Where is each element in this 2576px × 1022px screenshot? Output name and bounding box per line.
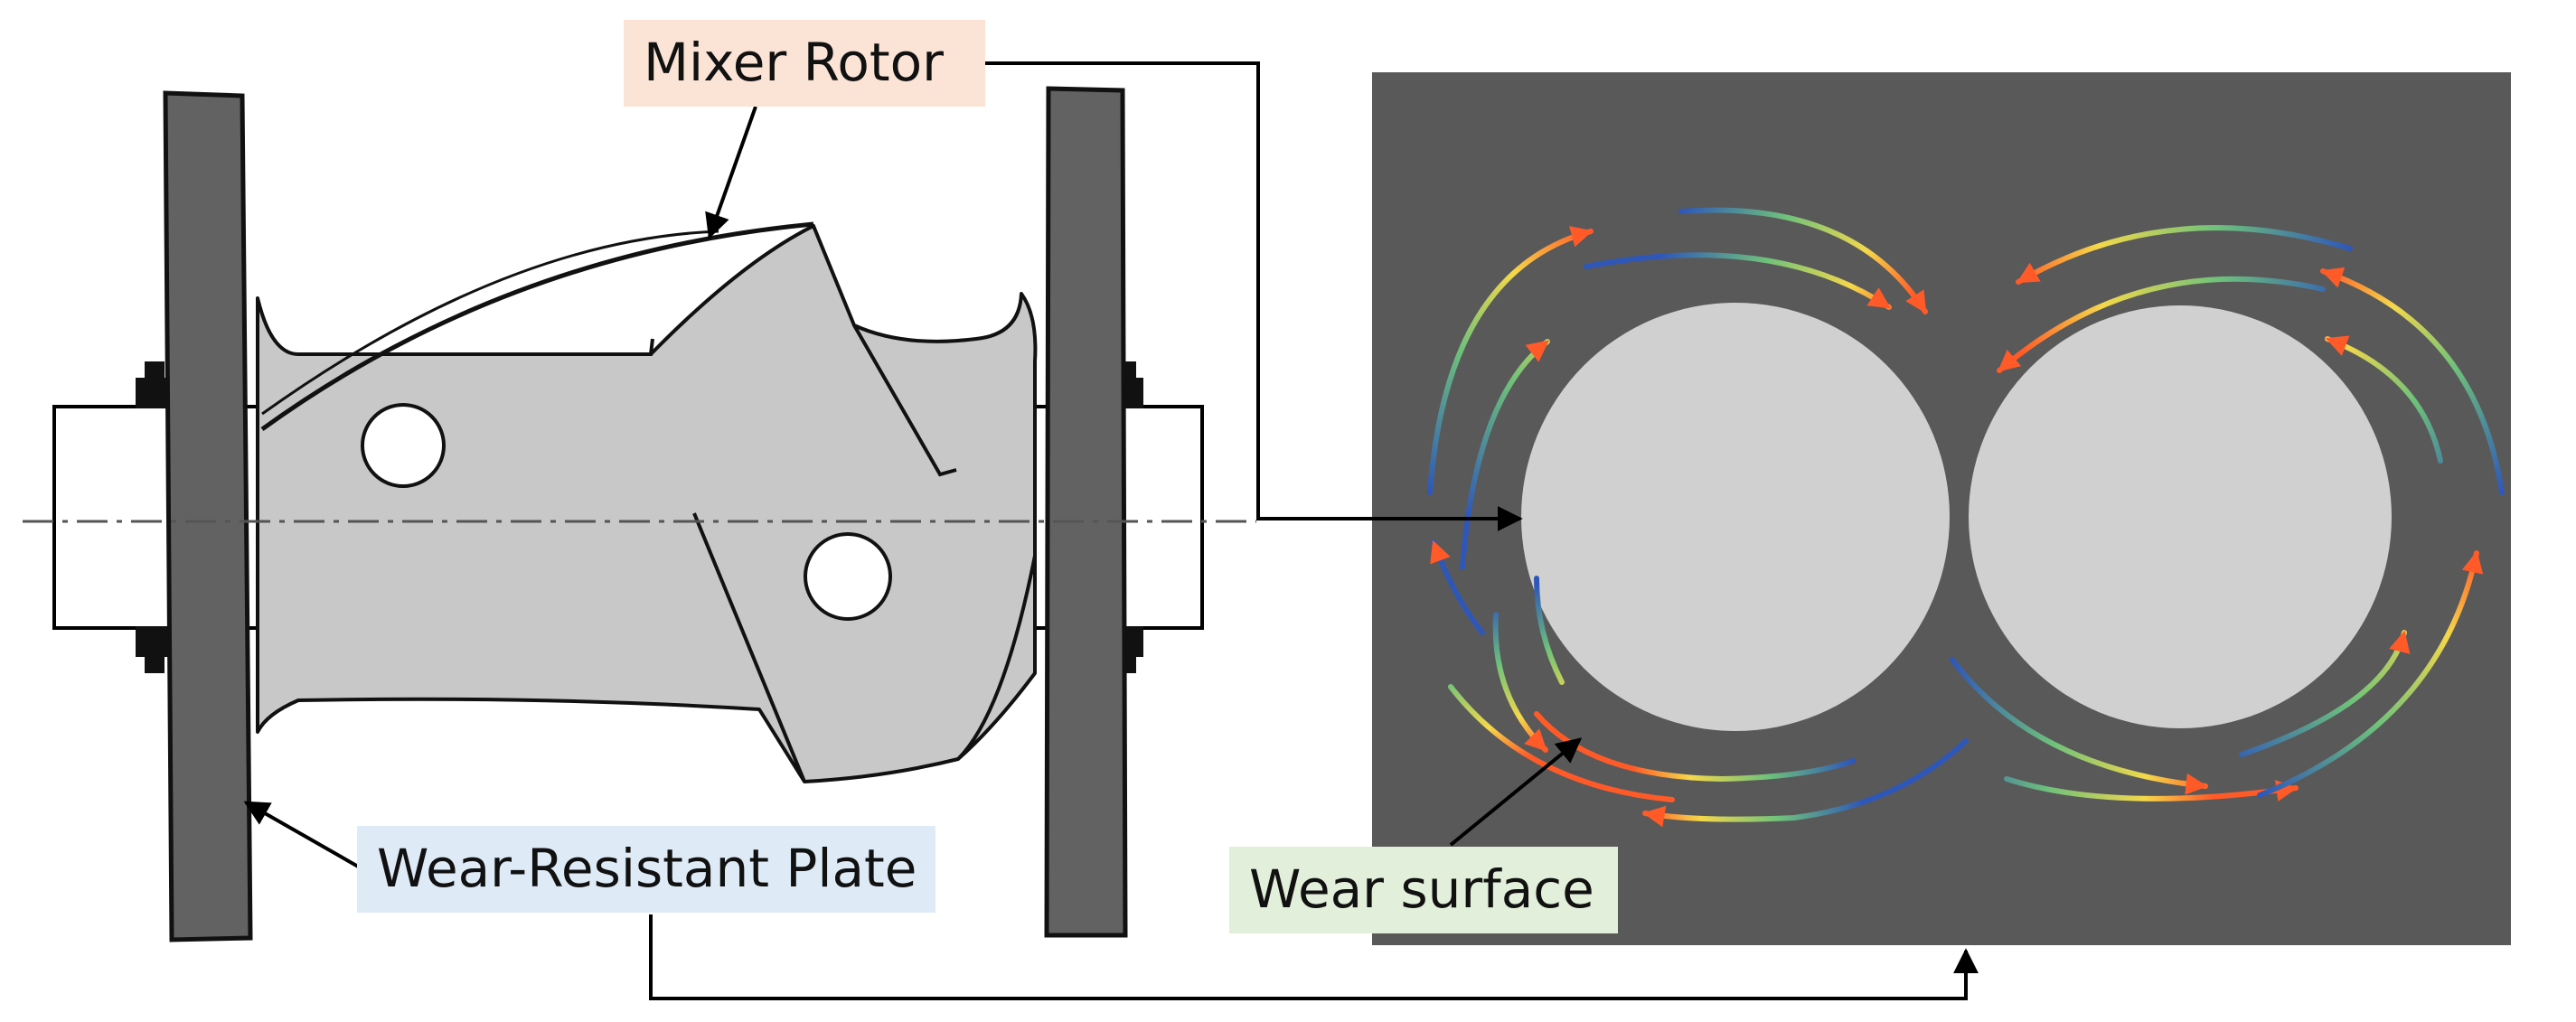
streamline	[1642, 738, 1969, 828]
arrow-wear-label-to-surface	[1449, 737, 1583, 847]
rotor-blade-curve-lower	[956, 555, 1037, 761]
arrow-plate-label-to-panel	[649, 914, 1979, 1000]
wear-surface-label: Wear surface	[1229, 847, 1618, 933]
streamline	[1460, 339, 1550, 570]
streamline	[2239, 630, 2411, 757]
streamline	[1448, 684, 1675, 802]
rotor-blade-inner-top	[298, 338, 654, 356]
streamline	[1492, 612, 1548, 753]
streamline	[1950, 657, 2208, 795]
streamline	[1678, 207, 1928, 314]
streamline	[1427, 226, 1594, 495]
mixer-rotor-label: Mixer Rotor	[624, 20, 985, 107]
rotor-body	[256, 224, 1038, 783]
connectors	[243, 61, 1979, 1000]
streamline	[2016, 225, 2353, 285]
rotor-hole-left	[361, 403, 446, 488]
arrow-rotor-label-to-cross-section	[985, 61, 1523, 531]
wear-resistant-plate-label: Wear-Resistant Plate	[357, 826, 935, 913]
arrow-rotor-label-to-rotor	[705, 106, 757, 239]
streamline	[1534, 576, 1565, 685]
rotor-hole-right	[804, 532, 892, 621]
streamline	[1430, 539, 1485, 635]
streamline	[2257, 550, 2484, 798]
rotor-blade-diagonal-upper	[852, 324, 957, 477]
rotor-blade-edge-top-2	[261, 230, 719, 416]
wear-resistant-plate-left	[163, 90, 253, 942]
wear-resistant-plate-right	[1044, 86, 1128, 938]
rotor-blade-diagonal-lower	[692, 512, 806, 783]
streamline	[2320, 267, 2505, 495]
arrow-plate-label-to-plate	[243, 801, 361, 869]
streamline	[1584, 252, 1892, 310]
streamline	[2004, 776, 2299, 802]
streamline	[1997, 276, 2326, 373]
rotor-cross-section-right	[1969, 305, 2392, 728]
rotor-assembly	[23, 86, 1256, 942]
streamline	[2325, 335, 2443, 464]
cross-section-panel	[1372, 72, 2511, 945]
rotor-cross-section-left	[1521, 303, 1950, 731]
flow-streamlines	[1427, 207, 2505, 828]
